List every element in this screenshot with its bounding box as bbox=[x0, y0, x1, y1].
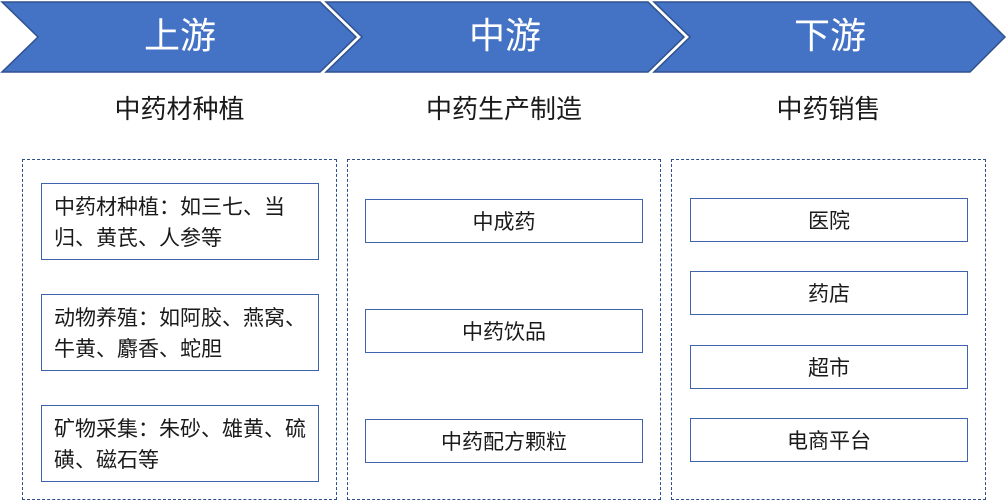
stage-chevrons bbox=[0, 1, 1007, 73]
upstream-item-mineral-collection: 矿物采集：朱砂、雄黄、硫磺、磁石等 bbox=[41, 405, 319, 482]
stage-subtitle-midstream: 中药生产制造 bbox=[425, 95, 582, 125]
group-midstream bbox=[347, 159, 661, 500]
chevron-downstream bbox=[652, 1, 1007, 73]
upstream-item-animal-breeding: 动物养殖：如阿胶、燕窝、牛黄、麝香、蛇胆 bbox=[41, 294, 319, 371]
stage-subtitle-downstream: 中药销售 bbox=[776, 95, 881, 125]
downstream-item-supermarket: 超市 bbox=[690, 345, 968, 389]
downstream-item-pharmacy: 药店 bbox=[690, 271, 968, 315]
stage-label-upstream: 上游 bbox=[143, 16, 216, 57]
stage-subtitle-upstream: 中药材种植 bbox=[114, 95, 245, 125]
chevron-upstream bbox=[0, 1, 358, 73]
midstream-item-herbal-drinks: 中药饮品 bbox=[365, 309, 643, 353]
stage-label-midstream: 中游 bbox=[468, 16, 541, 57]
midstream-item-patent-medicine: 中成药 bbox=[365, 199, 643, 243]
upstream-item-herb-planting: 中药材种植：如三七、当归、黄芪、人参等 bbox=[41, 183, 319, 260]
group-upstream bbox=[22, 159, 337, 500]
midstream-item-formula-granules: 中药配方颗粒 bbox=[365, 419, 643, 463]
downstream-item-ecommerce: 电商平台 bbox=[690, 418, 968, 462]
chevron-midstream bbox=[324, 1, 686, 73]
stage-label-downstream: 下游 bbox=[793, 16, 866, 57]
downstream-item-hospital: 医院 bbox=[690, 198, 968, 242]
group-downstream bbox=[671, 159, 986, 500]
